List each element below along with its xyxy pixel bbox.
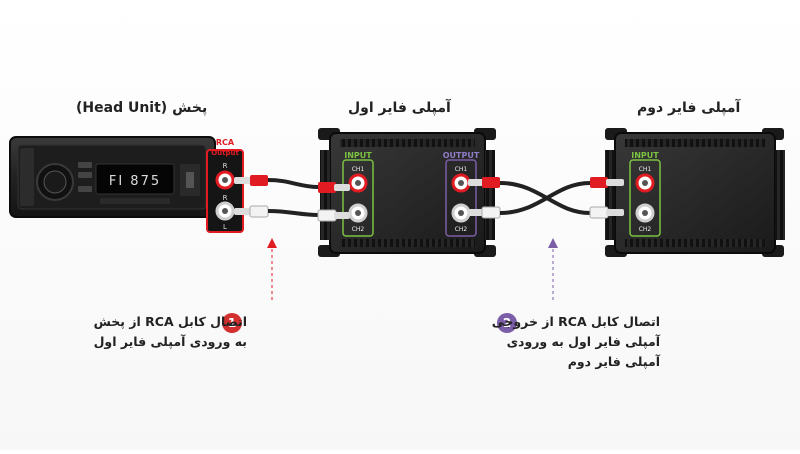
- display-text: FI 875: [109, 174, 161, 189]
- amp1-output-label: OUTPUT: [443, 151, 480, 160]
- amp2-input-label: INPUT: [631, 151, 659, 160]
- svg-text:R: R: [223, 194, 228, 202]
- arrow-step-1: [267, 238, 277, 300]
- svg-text:CH2: CH2: [352, 226, 365, 233]
- svg-text:CH1: CH1: [352, 166, 365, 173]
- amp2-title: آمپلی فایر دوم: [637, 100, 741, 116]
- rca-cable-1: [234, 175, 350, 222]
- step-2-caption: اتصال کابل RCA از خروجی آمپلی فایر اول ب…: [491, 314, 660, 369]
- amp1-input-label: INPUT: [344, 151, 372, 160]
- output-label: Output: [211, 149, 239, 157]
- display-screen: [95, 163, 175, 195]
- svg-text:R: R: [223, 162, 228, 170]
- svg-text:L: L: [223, 223, 227, 231]
- rca-cable-2: [468, 177, 624, 219]
- step-1-badge: 1: [222, 313, 242, 333]
- head-unit-title: پخش (Head Unit): [76, 100, 208, 116]
- svg-text:CH1: CH1: [639, 166, 652, 173]
- head-unit-rca-output: RCA Output R R L: [206, 138, 244, 233]
- svg-text:CH1: CH1: [455, 166, 468, 173]
- rca-label: RCA: [216, 138, 235, 147]
- svg-text:CH2: CH2: [639, 226, 652, 233]
- arrow-step-2: [548, 238, 558, 300]
- amp1-title: آمپلی فایر اول: [348, 100, 451, 116]
- head-unit: FI 875: [9, 136, 216, 218]
- step-1-caption: اتصال کابل RCA از پخش به ورودی آمپلی فای…: [93, 314, 247, 349]
- amplifier-1: INPUT CH1 CH2 OUTPUT CH1 CH2: [318, 128, 496, 257]
- step-2-badge: 2: [497, 313, 517, 333]
- amplifier-2: INPUT CH1 CH2: [605, 128, 785, 257]
- svg-text:CH2: CH2: [455, 226, 468, 233]
